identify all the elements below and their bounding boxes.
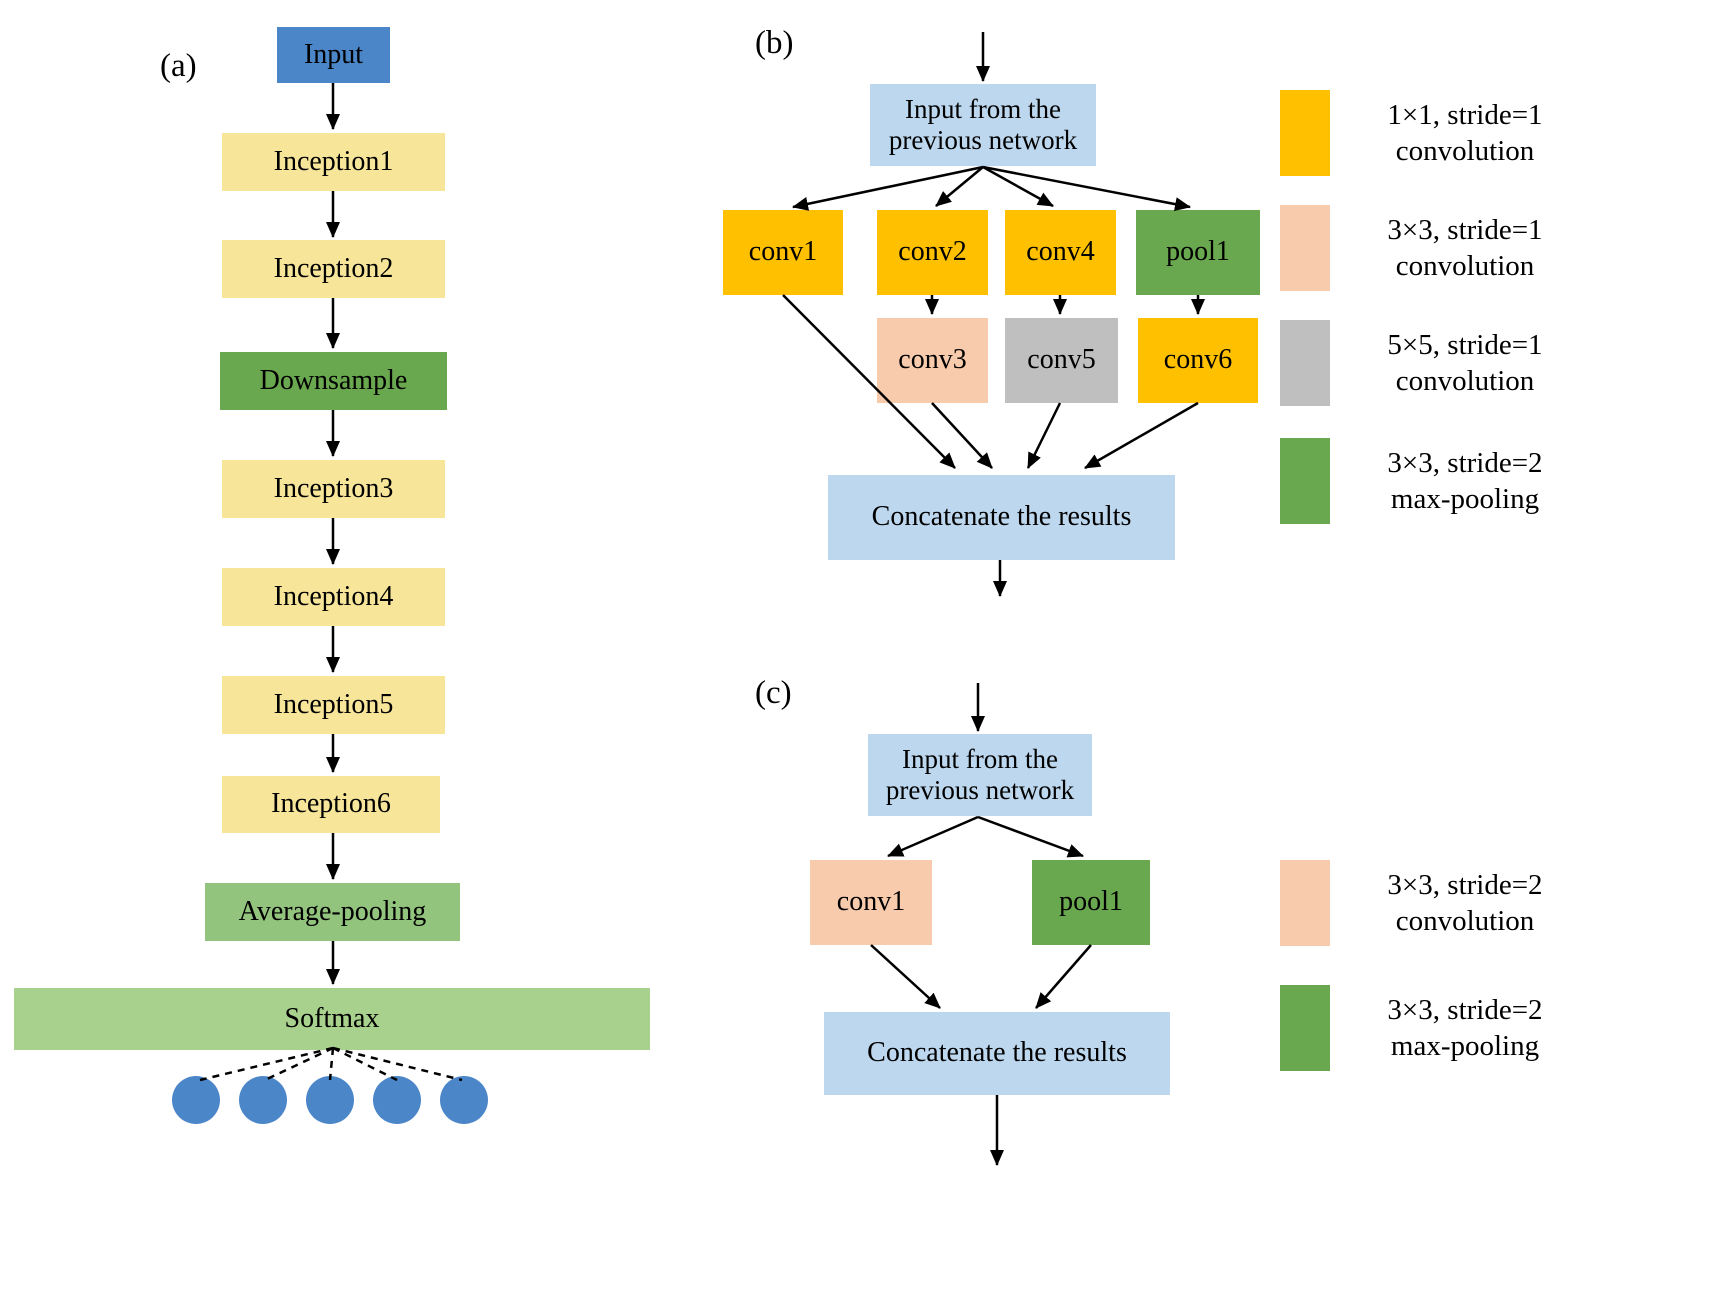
- arrow-conv5-to-concat-b: [1026, 402, 1062, 469]
- legend-label-5x5-conv: 5×5, stride=1 convolution: [1345, 320, 1585, 406]
- legend-swatch-maxpool-b: [1280, 438, 1330, 524]
- arrow-conv3-to-concat-b: [931, 402, 993, 469]
- legend-label-maxpool-c: 3×3, stride=2 max-pooling: [1345, 985, 1585, 1071]
- node-inception5: Inception5: [222, 676, 445, 734]
- legend-line1: 5×5, stride=1: [1387, 328, 1543, 361]
- node-inception2: Inception2: [222, 240, 445, 298]
- node-conv4-b: conv4: [1005, 210, 1116, 295]
- node-concatenate-c: Concatenate the results: [824, 1012, 1170, 1095]
- dashed-softmax-to-node4: [332, 1046, 398, 1082]
- panel-a-label: (a): [160, 48, 197, 84]
- node-average-pooling: Average-pooling: [205, 883, 460, 941]
- legend-swatch-1x1-conv: [1280, 90, 1330, 176]
- node-inception6: Inception6: [222, 776, 440, 833]
- output-node-circle: [373, 1076, 421, 1124]
- node-input: Input: [277, 27, 390, 83]
- legend-line1: 3×3, stride=2: [1387, 993, 1543, 1026]
- panel-b-label: (b): [755, 25, 794, 61]
- legend-line2: convolution: [1395, 365, 1535, 397]
- legend-line2: convolution: [1395, 905, 1535, 937]
- node-input-from-previous-c: Input from the previous network: [868, 734, 1092, 816]
- legend-line2: convolution: [1395, 135, 1535, 167]
- node-conv3-b: conv3: [877, 318, 988, 403]
- legend-label-1x1-conv: 1×1, stride=1 convolution: [1345, 90, 1585, 176]
- legend-line1: 1×1, stride=1: [1387, 98, 1543, 131]
- arrow-conv6-to-concat-b: [1084, 401, 1199, 470]
- node-conv1-c: conv1: [810, 860, 932, 945]
- arrow-input-to-conv2-b: [935, 166, 984, 207]
- node-inception3: Inception3: [222, 460, 445, 518]
- arrow-input-to-conv4-b: [982, 165, 1054, 208]
- dashed-softmax-to-node1: [199, 1046, 334, 1082]
- node-concatenate-b: Concatenate the results: [828, 475, 1175, 560]
- arrow-input-to-pool1-c: [977, 815, 1084, 858]
- output-node-circle: [239, 1076, 287, 1124]
- node-conv5-b: conv5: [1005, 318, 1118, 403]
- node-conv1-b: conv1: [723, 210, 843, 295]
- legend-swatch-5x5-conv: [1280, 320, 1330, 406]
- legend-swatch-maxpool-c: [1280, 985, 1330, 1071]
- legend-line2: convolution: [1395, 250, 1535, 282]
- arrow-pool1-to-concat-c: [1035, 944, 1092, 1009]
- legend-swatch-3x3s1-conv: [1280, 205, 1330, 291]
- legend-line1: 3×3, stride=2: [1387, 868, 1543, 901]
- legend-swatch-conv-c: [1280, 860, 1330, 946]
- node-pool1-b: pool1: [1136, 210, 1260, 295]
- node-pool1-c: pool1: [1032, 860, 1150, 945]
- node-downsample: Downsample: [220, 352, 447, 410]
- output-node-circle: [306, 1076, 354, 1124]
- legend-line2: max-pooling: [1390, 1030, 1540, 1062]
- output-node-circle: [172, 1076, 220, 1124]
- arrow-input-to-pool1-b: [982, 165, 1191, 212]
- output-node-circle: [440, 1076, 488, 1124]
- panel-c-label: (c): [755, 675, 792, 711]
- arrow-conv1-to-concat-c: [870, 944, 941, 1009]
- dashed-softmax-to-node2: [264, 1046, 334, 1082]
- legend-line1: 3×3, stride=1: [1387, 213, 1543, 246]
- legend-line2: max-pooling: [1390, 483, 1540, 515]
- legend-line1: 3×3, stride=2: [1387, 446, 1543, 479]
- legend-label-3x3s1-conv: 3×3, stride=1 convolution: [1345, 205, 1585, 291]
- node-inception1: Inception1: [222, 133, 445, 191]
- node-inception4: Inception4: [222, 568, 445, 626]
- node-input-from-previous-b: Input from the previous network: [870, 84, 1096, 166]
- node-conv6-b: conv6: [1138, 318, 1258, 403]
- legend-label-conv-c: 3×3, stride=2 convolution: [1345, 860, 1585, 946]
- node-conv2-b: conv2: [877, 210, 988, 295]
- node-softmax: Softmax: [14, 988, 650, 1050]
- arrow-input-to-conv1-c: [887, 815, 979, 858]
- arrow-input-to-conv1-b: [792, 165, 984, 211]
- legend-label-maxpool-b: 3×3, stride=2 max-pooling: [1345, 438, 1585, 524]
